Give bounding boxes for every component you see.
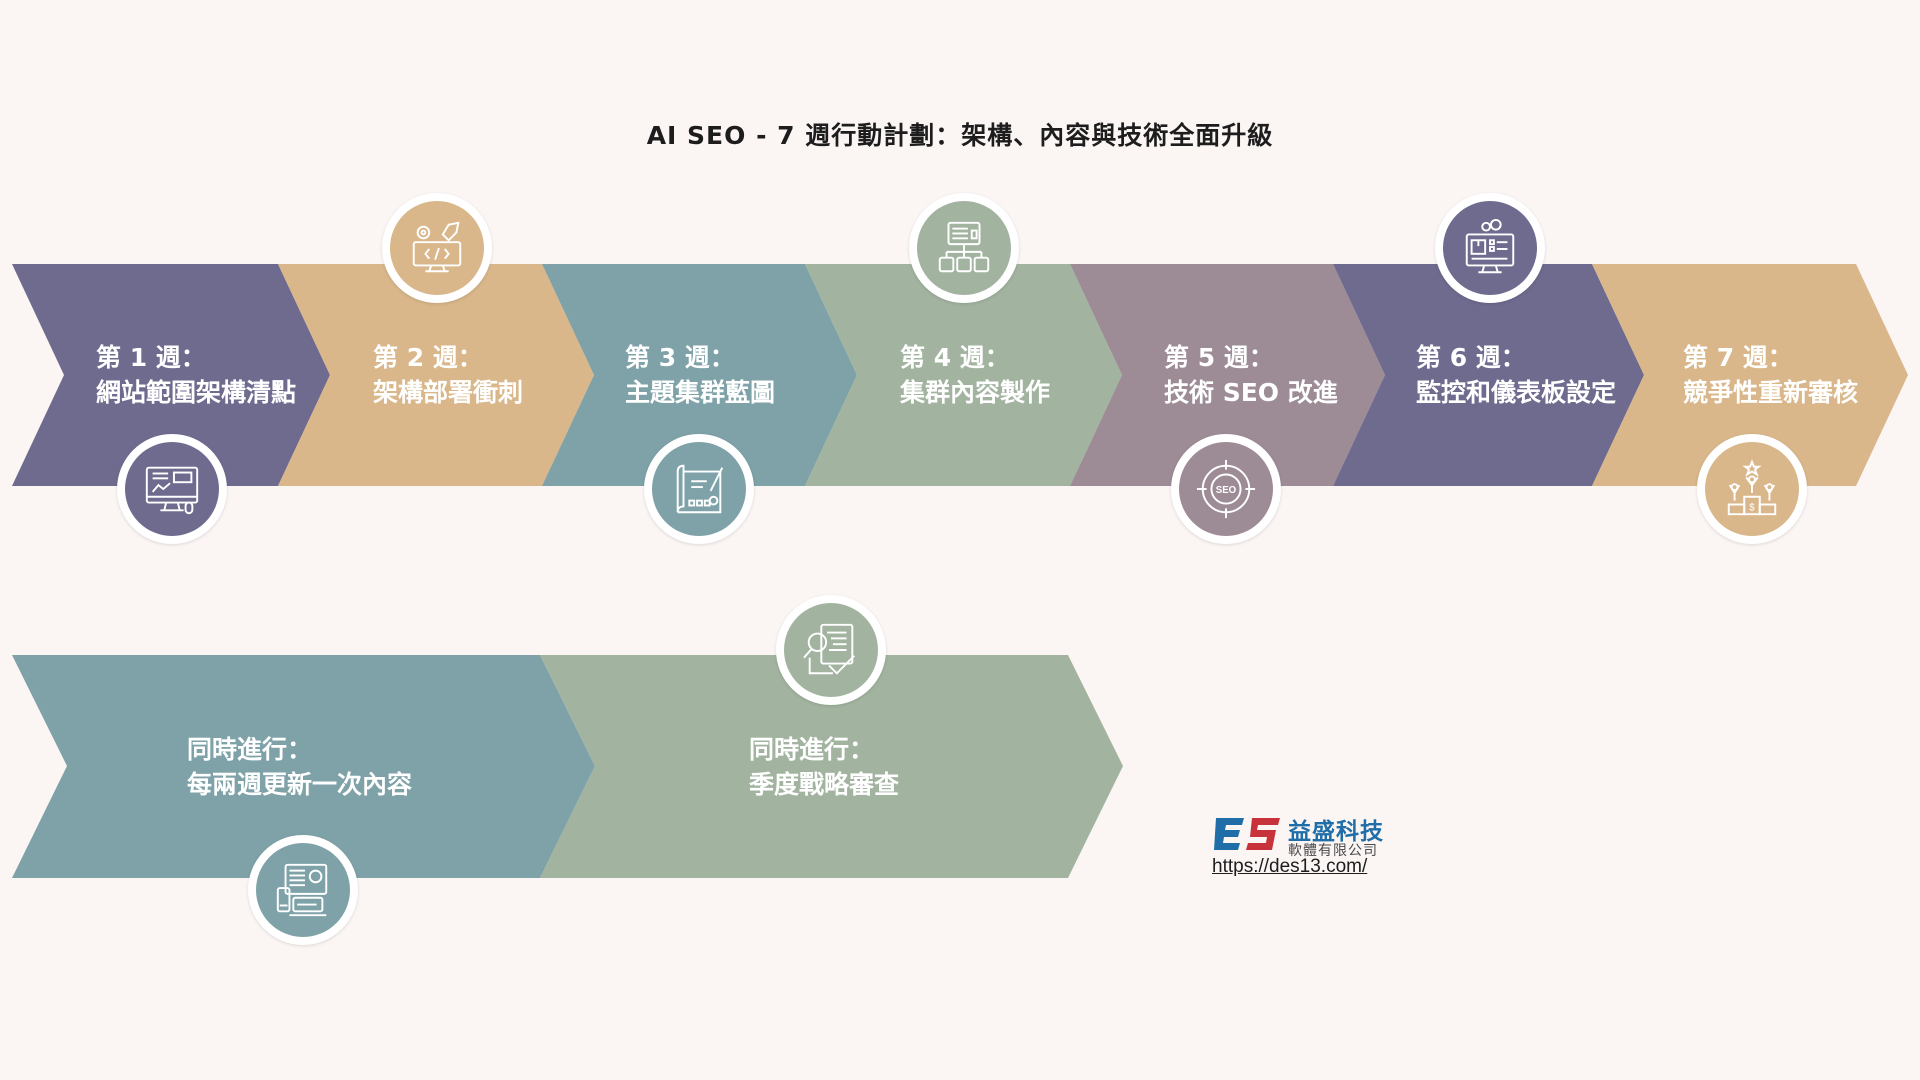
parallel-1-label: 每兩週更新一次內容 xyxy=(187,770,413,799)
step-5-badge-fill: SEO xyxy=(1179,442,1273,536)
step-5-week: 第 5 週： xyxy=(1164,343,1274,372)
company-url-link[interactable]: https://des13.com/ xyxy=(1212,856,1368,877)
step-2-week: 第 2 週： xyxy=(373,343,483,372)
step-3-text: 第 3 週： 主題集群藍圖 xyxy=(625,340,775,410)
step-1-chevron xyxy=(12,264,330,486)
step-1-label: 網站範圍架構清點 xyxy=(96,378,297,407)
step-1-text: 第 1 週： 網站範圍架構清點 xyxy=(96,340,296,410)
step-3-week: 第 3 週： xyxy=(625,343,735,372)
step-2-badge xyxy=(382,193,492,303)
step-7-label: 競爭性重新審核 xyxy=(1683,378,1859,407)
monitor-dashboard-icon xyxy=(145,466,199,515)
parallel-2-week: 同時進行： xyxy=(749,735,875,764)
step-5-text: 第 5 週： 技術 SEO 改進 xyxy=(1164,340,1338,410)
step-5-chevron xyxy=(1070,264,1385,486)
step-5-label: 技術 SEO 改進 xyxy=(1164,378,1338,407)
step-7-badge-fill: $ xyxy=(1705,442,1799,536)
svg-text:SEO: SEO xyxy=(1216,485,1237,496)
step-7-badge: $ xyxy=(1697,434,1807,544)
gear-rocket-code-icon xyxy=(412,221,462,273)
step-6-badge xyxy=(1435,193,1545,303)
blueprint-icon xyxy=(676,464,724,514)
parallel-1-text: 同時進行： 每兩週更新一次內容 xyxy=(187,732,412,802)
step-4-week: 第 4 週： xyxy=(900,343,1010,372)
step-3-label: 主題集群藍圖 xyxy=(625,378,776,407)
step-6-chevron xyxy=(1333,264,1644,486)
document-review-icon xyxy=(803,623,855,675)
step-4-badge-fill xyxy=(917,201,1011,295)
step-6-text: 第 6 週： 監控和儀表板設定 xyxy=(1416,340,1616,410)
step-7-chevron xyxy=(1592,264,1908,486)
seo-target-icon: SEO xyxy=(1196,459,1256,519)
step-3-chevron xyxy=(542,264,857,486)
podium-icon: $ xyxy=(1727,459,1777,516)
parallel-2-badge-fill xyxy=(784,603,878,697)
parallel-2-badge xyxy=(776,595,886,705)
step-2-text: 第 2 週： 架構部署衝刺 xyxy=(373,340,523,410)
step-1-badge xyxy=(117,434,227,544)
parallel-1-badge-fill xyxy=(256,843,350,937)
page-title: AI SEO - 7 週行動計劃：架構、內容與技術全面升級 xyxy=(646,121,1274,150)
step-5-badge: SEO xyxy=(1171,434,1281,544)
parallel-2-label: 季度戰略審查 xyxy=(749,770,900,799)
parallel-1-week: 同時進行： xyxy=(187,735,313,764)
step-6-badge-fill xyxy=(1443,201,1537,295)
dashboard-settings-icon xyxy=(1465,218,1515,274)
company-logo: 益盛科技 軟體有限公司 https://des13.com/ xyxy=(1212,812,1392,882)
parallel-2-text: 同時進行： 季度戰略審查 xyxy=(749,732,899,802)
step-2-label: 架構部署衝刺 xyxy=(373,378,524,407)
step-7-week: 第 7 週： xyxy=(1683,343,1793,372)
step-7-text: 第 7 週： 競爭性重新審核 xyxy=(1683,340,1858,410)
step-2-chevron xyxy=(278,264,594,486)
parallel-1-chevron xyxy=(12,655,595,878)
step-4-label: 集群內容製作 xyxy=(900,378,1051,407)
parallel-1-badge xyxy=(248,835,358,945)
step-4-badge xyxy=(909,193,1019,303)
step-6-label: 監控和儀表板設定 xyxy=(1416,378,1617,407)
step-1-week: 第 1 週： xyxy=(96,343,206,372)
company-name: 益盛科技 xyxy=(1288,819,1384,845)
svg-text:$: $ xyxy=(1749,502,1755,513)
step-4-text: 第 4 週： 集群內容製作 xyxy=(900,340,1050,410)
step-3-badge xyxy=(644,434,754,544)
es-logo-mark xyxy=(1214,818,1280,850)
step-1-badge-fill xyxy=(125,442,219,536)
sitemap-icon xyxy=(938,221,990,273)
step-2-badge-fill xyxy=(390,201,484,295)
parallel-2-chevron xyxy=(540,655,1123,878)
step-6-week: 第 6 週： xyxy=(1416,343,1526,372)
step-4-chevron xyxy=(805,264,1122,486)
company-subtitle: 軟體有限公司 xyxy=(1288,843,1378,859)
step-3-badge-fill xyxy=(652,442,746,536)
content-update-icon xyxy=(276,863,328,917)
